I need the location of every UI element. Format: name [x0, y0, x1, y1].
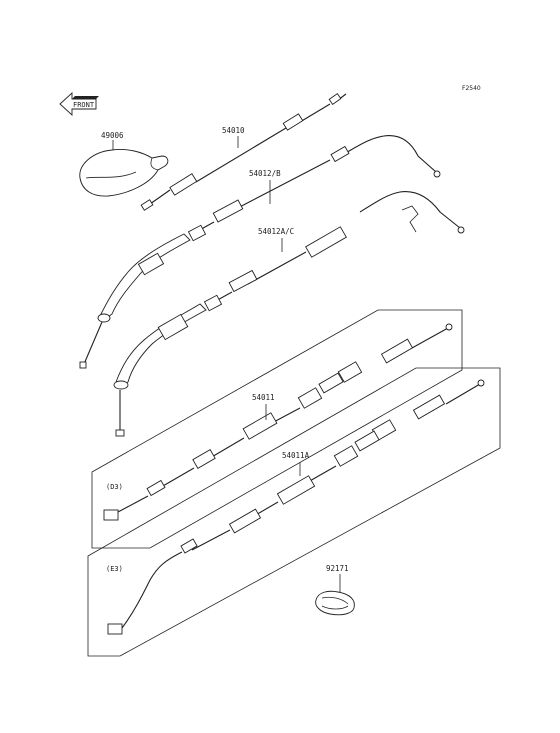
part-49006-cover: [79, 149, 169, 197]
part-54010-cable: [140, 93, 347, 211]
front-arrow-label: FRONT: [73, 101, 95, 109]
label-92171: 92171: [326, 564, 349, 573]
part-54011-cable: [103, 323, 453, 521]
label-54011a: 54011A: [282, 451, 310, 460]
figure-code: F2540: [462, 85, 481, 92]
front-arrow-icon: FRONT: [59, 91, 99, 117]
label-49006: 49006: [101, 131, 124, 140]
label-54012b: 54012/B: [249, 169, 281, 178]
part-54012b-cable: [79, 135, 441, 369]
part-54012ac-cable: [113, 191, 465, 437]
group-d3-panel: [91, 309, 463, 549]
label-54012ac: 54012A/C: [258, 227, 294, 236]
group-d3-label: (D3): [106, 483, 123, 491]
group-e3-label: (E3): [106, 565, 123, 573]
part-54011a-cable: [107, 379, 485, 635]
label-54011: 54011: [252, 393, 275, 402]
group-e3-panel: [87, 367, 501, 657]
part-92171-clamp: [315, 590, 355, 616]
label-54010: 54010: [222, 126, 245, 135]
